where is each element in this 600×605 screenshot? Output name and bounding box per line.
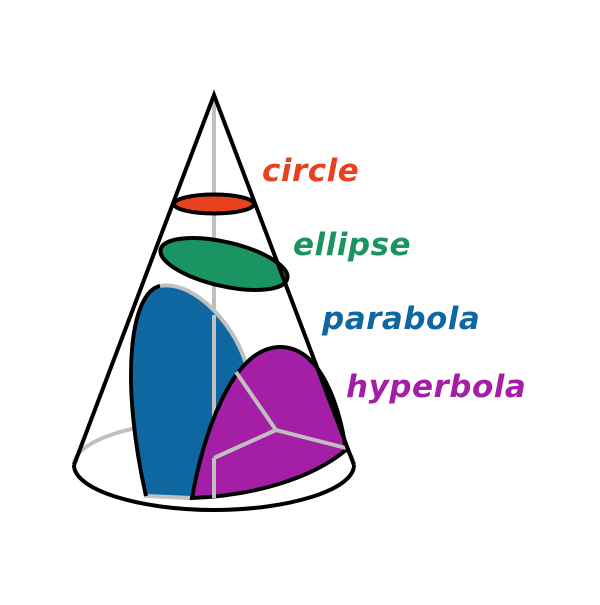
parabola-section [129,283,251,501]
hyperbola-section [189,344,349,501]
circle-label: circle [262,153,360,189]
cone-base-front-edge [72,464,356,513]
hyperbola-label: hyperbola [346,369,527,405]
ellipse-section [158,236,290,292]
ellipse-label: ellipse [293,227,412,263]
parabola-label: parabola [322,301,481,337]
circle-section [172,192,256,216]
cone-side-lines [72,89,356,466]
